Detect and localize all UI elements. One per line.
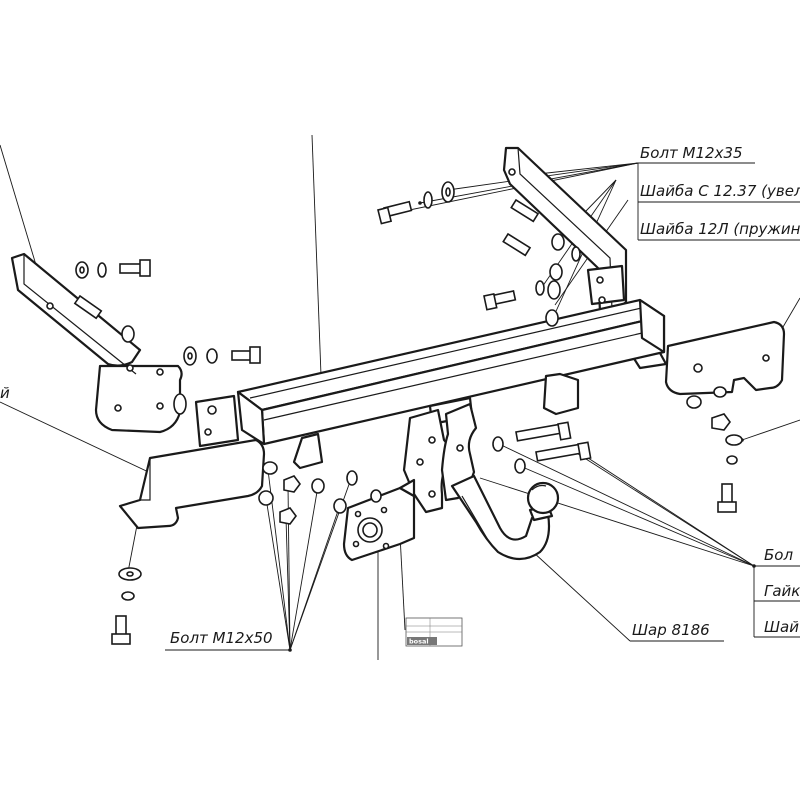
label-ball: Шар 8186 [632, 621, 710, 639]
leader-line [265, 497, 291, 651]
leader-line [741, 419, 800, 441]
label-washer-12l: Шайба 12Л (пружин.) [640, 220, 800, 238]
leader-line [479, 477, 755, 567]
left-upper-bracket [10, 252, 183, 434]
fasteners [73, 181, 743, 645]
label-right-bolt: Бол [764, 546, 793, 564]
leader-line [311, 134, 323, 403]
leader-dot [288, 648, 292, 652]
bolt-top-middle [377, 181, 455, 225]
leader-line [494, 441, 755, 567]
bolt-upper-left [73, 259, 151, 343]
leader-line [289, 485, 319, 651]
leader-line [285, 517, 291, 651]
bolt-bottom-left [111, 567, 142, 645]
tow-ball-assembly [450, 474, 560, 561]
bosal-logo: bosal [409, 638, 429, 646]
leader-line [519, 539, 631, 642]
leader-lines [0, 134, 800, 660]
socket-plate [342, 478, 416, 562]
leader-line [399, 534, 406, 631]
bolt-middle-left [173, 346, 261, 415]
label-left-cut: й [0, 384, 10, 402]
label-right-washer: Шай [764, 618, 799, 636]
bolt-right-lower [686, 386, 743, 513]
leader-line [127, 519, 139, 573]
left-lower-bracket [118, 394, 266, 530]
leader-dot [752, 564, 756, 568]
tow-ball [526, 481, 560, 515]
bolt-right-top [483, 198, 581, 327]
bolt-lower-cluster [258, 461, 382, 525]
leader-line [584, 455, 755, 567]
label-washer-c12: Шайба С 12.37 (увел [640, 182, 800, 200]
leader-line [519, 465, 755, 567]
label-bolt-m12x50: Болт М12х50 [170, 629, 273, 647]
central-hitch-bracket [402, 402, 478, 514]
title-block: bosal [405, 617, 463, 647]
part-labels: Болт М12х35 Шайба С 12.37 (увел Шайба 12… [0, 144, 800, 647]
bolt-central [492, 421, 592, 474]
leader-line [0, 401, 175, 485]
main-crossbar [236, 298, 666, 470]
label-bolt-m12x35: Болт М12х35 [640, 144, 743, 162]
leader-dot [418, 201, 422, 205]
right-upper-bracket [502, 146, 628, 314]
label-right-nut: Гайк [764, 582, 800, 600]
